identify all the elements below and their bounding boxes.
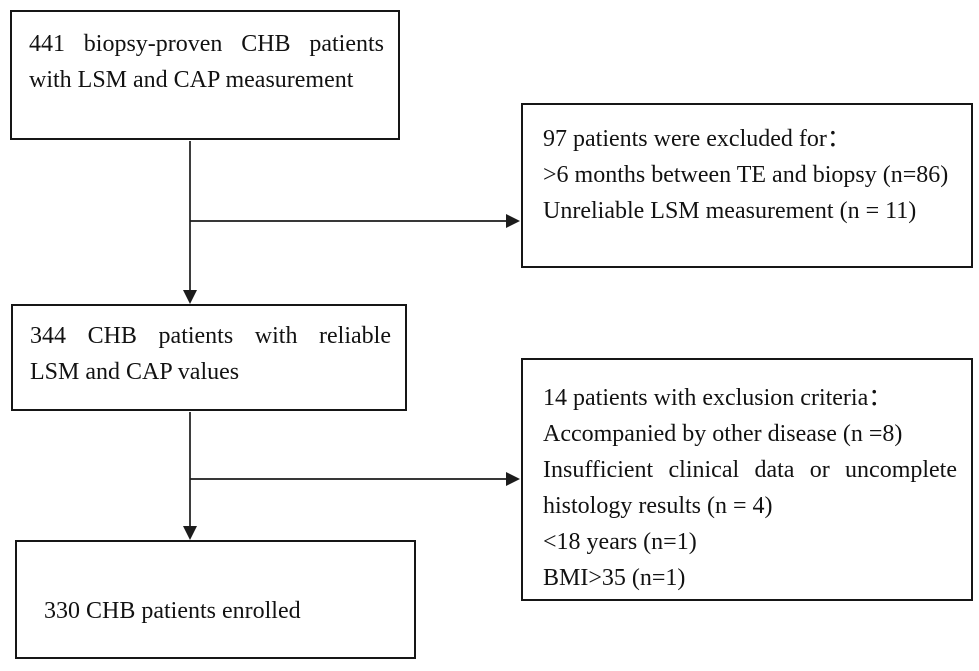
box-text-line: Unreliable LSM measurement (n = 11) xyxy=(543,198,917,224)
box-text-line: with LSM and CAP measurement xyxy=(29,67,354,93)
box-text-line: histology results (n = 4) xyxy=(543,493,773,519)
box-text-line: >6 months between TE and biopsy (n=86) xyxy=(543,162,949,188)
box-reliable-patients: 344 CHB patients with reliable LSM and C… xyxy=(11,304,407,411)
arrow-right-icon xyxy=(506,472,520,486)
box-text-line: 441 biopsy-proven CHB patients xyxy=(29,31,384,57)
box-text-line: 97 patients were excluded for： xyxy=(543,126,851,152)
box-text-line: LSM and CAP values xyxy=(30,359,240,385)
box-text-line: 344 CHB patients with reliable xyxy=(30,323,391,349)
box-text-line: BMI>35 (n=1) xyxy=(543,565,686,591)
arrow-down-icon xyxy=(183,290,197,304)
box-text-line: Accompanied by other disease (n =8) xyxy=(543,421,903,447)
box-enrolled-patients: 330 CHB patients enrolled xyxy=(15,540,416,659)
box-text-line: Insufficient clinical data or uncomplete xyxy=(543,457,957,483)
box-text-line: 14 patients with exclusion criteria： xyxy=(543,385,893,411)
box-text-line: <18 years (n=1) xyxy=(543,529,697,555)
box-excluded-te-biopsy: 97 patients were excluded for： >6 months… xyxy=(521,103,973,268)
arrow-down-icon xyxy=(183,526,197,540)
box-exclusion-criteria: 14 patients with exclusion criteria： Acc… xyxy=(521,358,973,601)
arrow-right-icon xyxy=(506,214,520,228)
box-text-line: 330 CHB patients enrolled xyxy=(44,598,301,624)
box-initial-patients: 441 biopsy-proven CHB patients with LSM … xyxy=(10,10,400,140)
